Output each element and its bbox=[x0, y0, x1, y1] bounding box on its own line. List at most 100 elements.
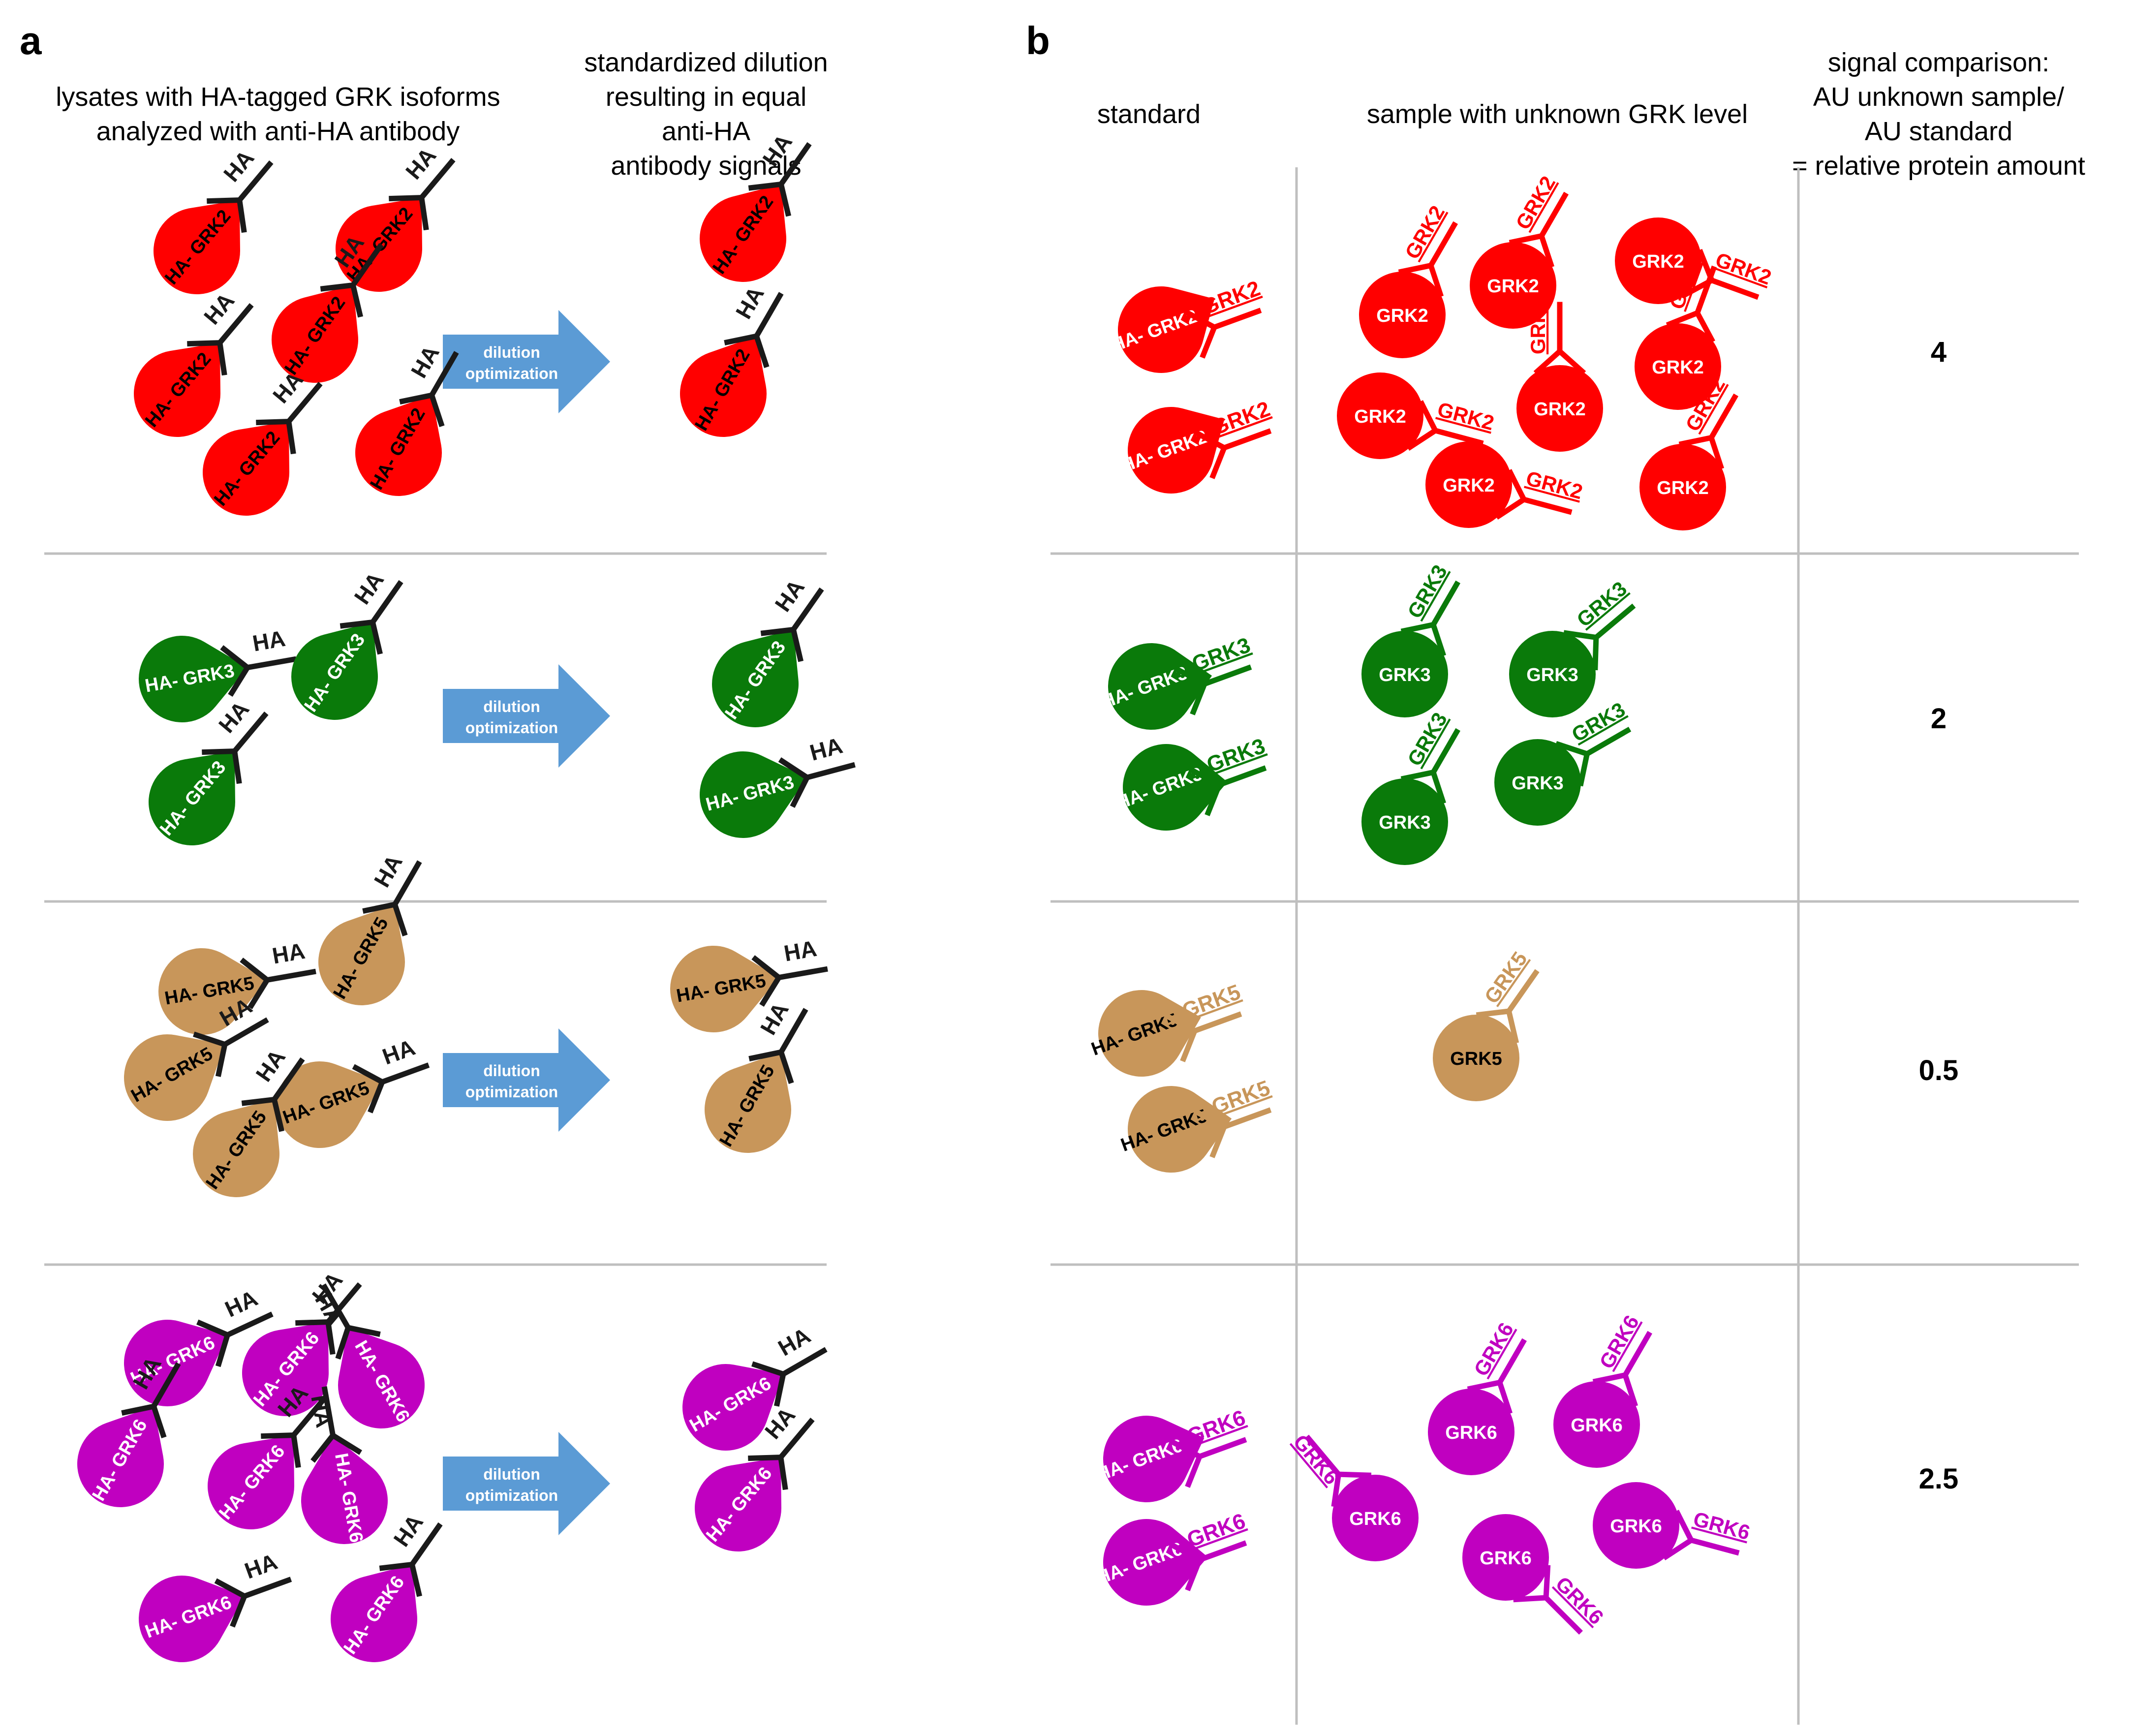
row-dividers bbox=[44, 167, 2079, 1725]
panel-a-header-line1: lysates with HA-tagged GRK isoforms bbox=[56, 82, 500, 112]
grk6-protein-label: GRK6 bbox=[1571, 1415, 1623, 1436]
grk6-protein-body bbox=[695, 1457, 781, 1551]
ha-label: HA bbox=[388, 1510, 428, 1551]
col-header-comparison-line4: = relative protein amount bbox=[1792, 151, 2085, 181]
ha-label: HA bbox=[773, 1322, 815, 1361]
grk2-protein-body bbox=[1425, 441, 1512, 528]
grk2-protein-body bbox=[1635, 323, 1721, 410]
grk2-protein-body bbox=[1118, 286, 1215, 373]
panel-b-letter: b bbox=[1026, 19, 1050, 62]
grk2-protein-body bbox=[355, 395, 442, 496]
grk2-antibody-label: GRK2 bbox=[1400, 202, 1449, 263]
grk5-protein-body bbox=[277, 1061, 382, 1148]
grk2-protein-body bbox=[272, 285, 358, 383]
arrow-label-line1: dilution bbox=[483, 1062, 540, 1080]
ha-label: HA bbox=[221, 1285, 261, 1322]
grk2-protein-label: GRK2 bbox=[1443, 475, 1495, 496]
grk3-protein-label: GRK3 bbox=[1526, 665, 1578, 685]
grk2-antibody-label: GRK2 bbox=[1435, 398, 1497, 435]
grk6-protein-body bbox=[338, 1328, 425, 1428]
grk6-protein-body bbox=[1103, 1519, 1208, 1606]
grk2-protein-label: GRK2 bbox=[1652, 357, 1704, 378]
grk3-protein-body bbox=[1361, 631, 1448, 717]
ha-label: HA bbox=[250, 625, 287, 656]
ha-label: HA bbox=[306, 1393, 337, 1429]
relative-amounts: 420.52.5 bbox=[1919, 336, 1959, 1495]
grk3-antibody-label: GRK3 bbox=[1403, 561, 1452, 622]
ha-label: HA bbox=[369, 850, 407, 892]
grk6-protein-body bbox=[682, 1364, 783, 1451]
grk3-protein-body bbox=[291, 622, 378, 720]
grk3-antibody-label: GRK3 bbox=[1403, 709, 1452, 770]
grk2-protein-body bbox=[680, 336, 767, 437]
arrow-label-line1: dilution bbox=[483, 343, 540, 361]
grk2-protein-body bbox=[154, 200, 240, 294]
grk6-protein-label: GRK6 bbox=[1480, 1548, 1532, 1569]
grk2-antibody-label: GRK2 bbox=[1526, 297, 1549, 354]
panel-a-header-line2: analyzed with anti-HA antibody bbox=[96, 117, 460, 146]
arrow-label-line2: optimization bbox=[465, 365, 558, 382]
grk3-protein-body bbox=[149, 751, 235, 845]
grk6-relative-amount: 2.5 bbox=[1919, 1463, 1959, 1495]
grk5-protein-body bbox=[124, 1034, 225, 1121]
ha-label: HA bbox=[406, 341, 444, 382]
grk3-protein-body bbox=[1509, 631, 1596, 717]
grk2-protein-label: GRK2 bbox=[1632, 251, 1684, 272]
ha-label: HA bbox=[770, 575, 809, 616]
grk3-protein-body bbox=[1108, 643, 1212, 730]
arrow-shape bbox=[443, 1432, 610, 1535]
grk2-protein-body bbox=[1337, 372, 1423, 459]
grk3-relative-amount: 2 bbox=[1931, 703, 1947, 735]
grk5-protein-body bbox=[705, 1052, 791, 1153]
grk2-antibody-label: GRK2 bbox=[1511, 172, 1560, 234]
grk3-protein-body bbox=[1123, 744, 1228, 831]
col-header-comparison-line1: signal comparison: bbox=[1828, 48, 2049, 77]
arrow-label-line2: optimization bbox=[465, 1083, 558, 1101]
arrow-label-line2: optimization bbox=[465, 719, 558, 737]
panel-a-dilution-header-line4: antibody signals bbox=[611, 151, 801, 181]
grk6-protein-body bbox=[301, 1435, 388, 1544]
grk5-protein-body bbox=[1433, 1015, 1519, 1101]
grk2-protein-body bbox=[1615, 217, 1701, 304]
grk6-antibody-label: GRK6 bbox=[1469, 1319, 1518, 1380]
ha-label: HA bbox=[270, 938, 307, 969]
grk2-protein-body bbox=[203, 421, 289, 516]
grk5-protein-body bbox=[318, 904, 405, 1005]
arrow-shape bbox=[443, 310, 610, 413]
grk6-antibody-label: GRK6 bbox=[1551, 1572, 1608, 1629]
grk3-protein-body bbox=[712, 629, 799, 727]
grk6-antibody-label: GRK6 bbox=[1691, 1507, 1753, 1545]
grk3-protein-label: GRK3 bbox=[1512, 773, 1564, 794]
grk5-protein-body bbox=[158, 948, 267, 1035]
